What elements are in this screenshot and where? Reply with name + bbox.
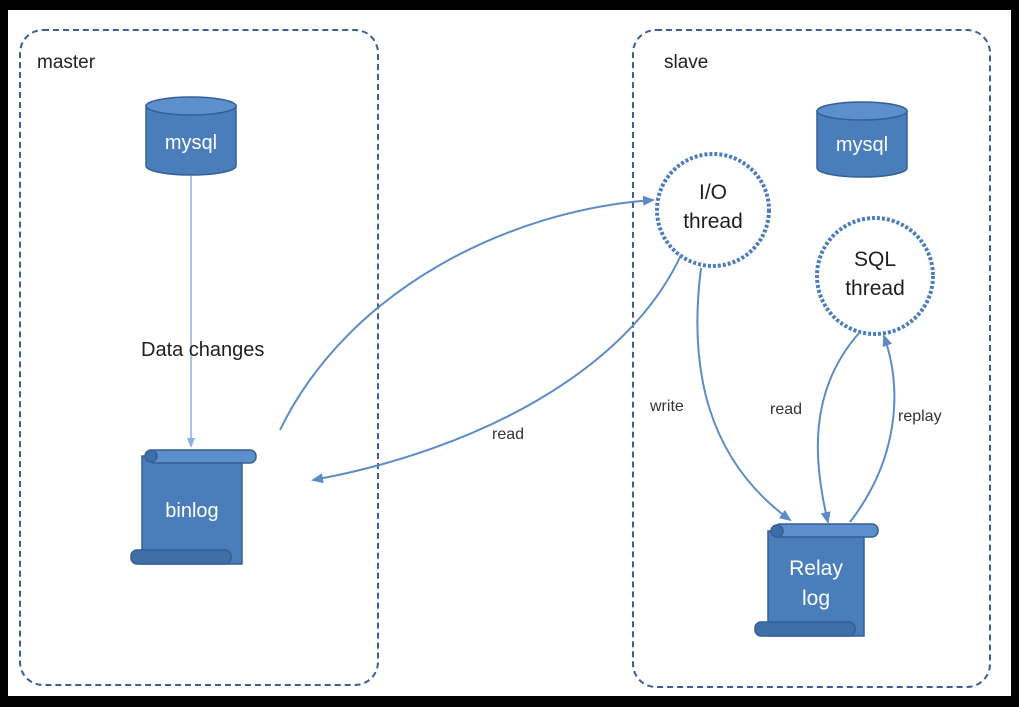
sql-thread-line-2: thread <box>845 277 905 300</box>
master-group <box>19 29 379 686</box>
write-relay-edge-label: write <box>650 398 684 415</box>
sql-read-relay-arrow <box>816 331 861 524</box>
sql-thread-label: SQL thread <box>817 245 933 303</box>
master-group-label: master <box>37 52 96 73</box>
master-mysql-db-icon <box>145 96 237 176</box>
relay-log-scroll-icon <box>754 523 879 637</box>
diagram-shapes <box>130 96 935 637</box>
io-thread-label: I/O thread <box>657 178 769 236</box>
data-changes-label: Data changes <box>141 339 265 361</box>
relay-log-line-1: Relay <box>789 557 843 580</box>
io-thread-circle <box>655 152 771 268</box>
slave-group <box>632 29 991 688</box>
binlog-label: binlog <box>165 500 219 522</box>
slave-mysql-label: mysql <box>835 134 889 156</box>
relay-log-line-2: log <box>801 587 831 610</box>
read-relay-edge-label: read <box>770 401 803 418</box>
slave-mysql-db-icon <box>816 101 908 178</box>
io-write-relay-arrow <box>696 267 792 522</box>
io-thread-line-1: I/O <box>698 181 727 204</box>
binlog-to-io-arrow <box>279 195 655 431</box>
slave-group-label: slave <box>664 52 709 73</box>
diagram-canvas: master slave mysql mysql Data changes bi… <box>8 10 1011 696</box>
relay-replay-sql-arrow <box>849 334 896 523</box>
sql-thread-line-1: SQL <box>853 248 897 271</box>
binlog-scroll-icon <box>130 449 257 565</box>
replay-edge-label: replay <box>898 408 942 425</box>
master-mysql-label: mysql <box>164 132 218 154</box>
relay-log-label: Relay log <box>768 554 864 614</box>
io-read-binlog-arrow <box>311 254 682 484</box>
sql-thread-circle <box>815 216 935 336</box>
read-binlog-edge-label: read <box>492 426 525 443</box>
io-thread-line-2: thread <box>683 210 743 233</box>
